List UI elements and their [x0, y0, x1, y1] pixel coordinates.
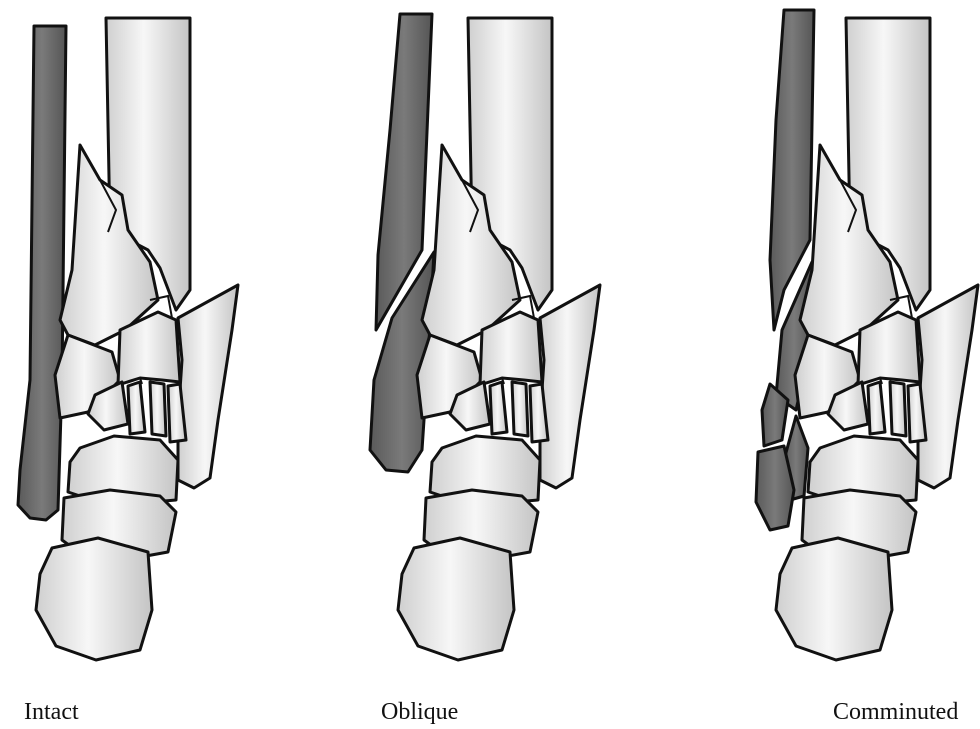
fibula-intact [18, 26, 66, 520]
caption-oblique: Oblique [381, 700, 458, 724]
panel-comminuted [756, 10, 978, 660]
fibula-fragment-small [756, 446, 794, 530]
panel-oblique [370, 14, 600, 660]
panel-intact [18, 18, 238, 660]
caption-comminuted: Comminuted [833, 700, 958, 724]
caption-intact: Intact [24, 700, 79, 724]
